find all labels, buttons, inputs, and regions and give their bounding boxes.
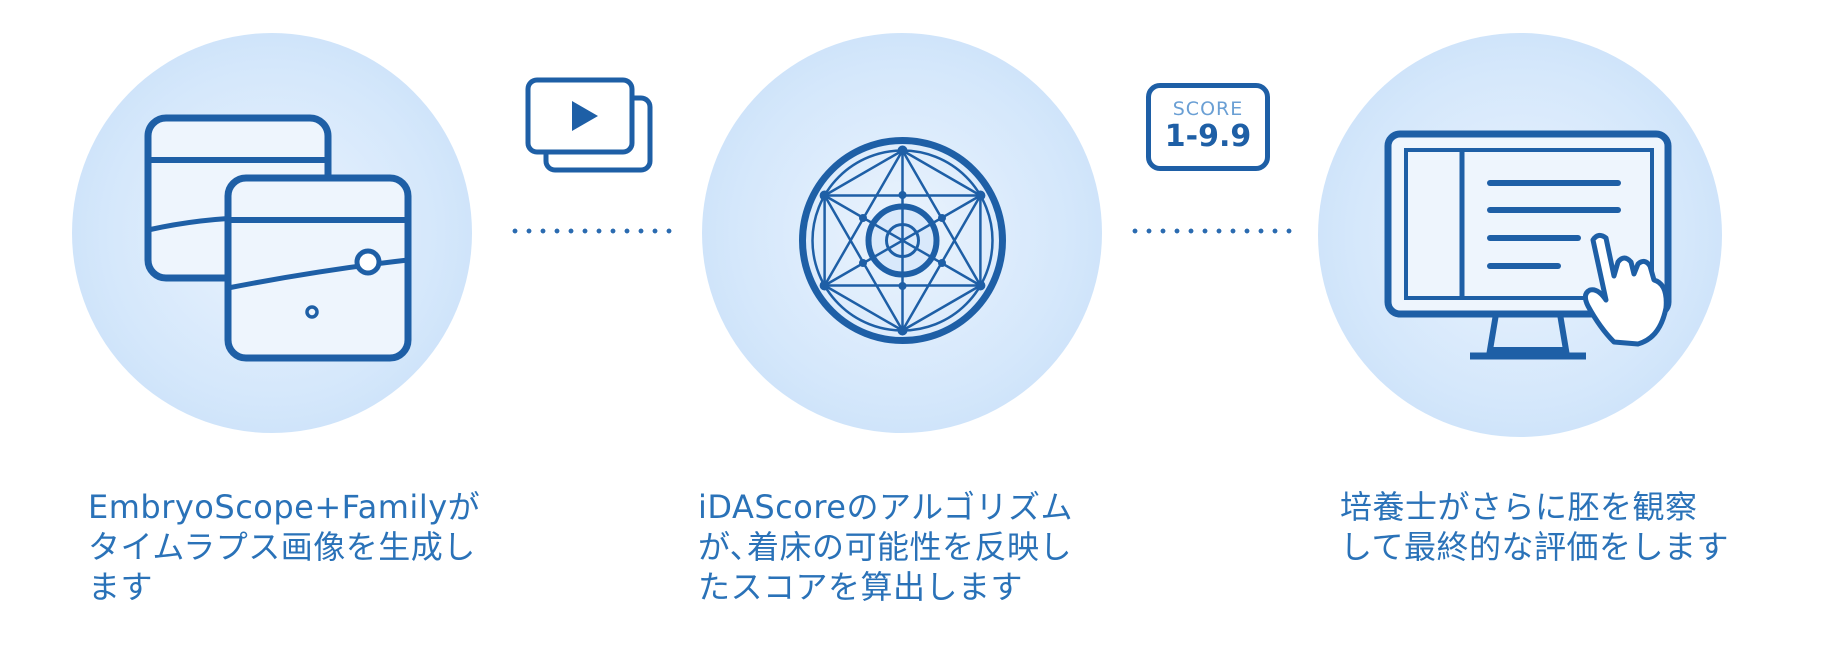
score-range: 1-9.9 <box>1164 119 1252 154</box>
play-video-stack-icon <box>525 77 653 173</box>
score-label: SCORE <box>1172 98 1244 120</box>
score-badge-icon: SCORE 1-9.9 <box>1146 83 1270 171</box>
step1-caption: EmbryoScope+Familyが タイムラプス画像を生成し ます <box>88 488 481 606</box>
step2-caption: iDAScoreのアルゴリズム が､着床の可能性を反映し たスコアを算出します <box>698 488 1074 606</box>
embryoscope-device-icon <box>144 114 412 362</box>
step3-caption: 培養士がさらに胚を観察 して最終的な評価をします <box>1340 488 1730 566</box>
dotted-connector-2 <box>1128 228 1298 234</box>
dotted-connector-1 <box>508 228 678 234</box>
neural-network-icon <box>799 137 1006 344</box>
monitor-touch-icon <box>1384 130 1672 360</box>
